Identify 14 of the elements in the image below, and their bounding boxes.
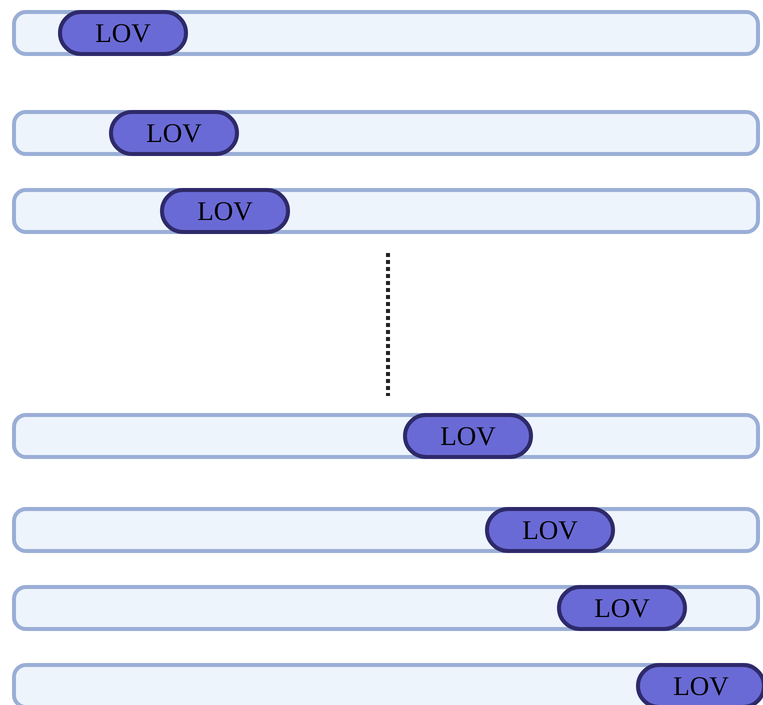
domain-pill: LOV [485, 507, 615, 553]
domain-pill: LOV [160, 188, 290, 234]
domain-pill: LOV [109, 110, 239, 156]
domain-pill: LOV [557, 585, 687, 631]
domain-pill: LOV [58, 10, 188, 56]
protein-bar [12, 413, 760, 459]
protein-bar [12, 110, 760, 156]
domain-pill: LOV [636, 663, 763, 705]
protein-bar [12, 663, 760, 705]
domain-pill: LOV [403, 413, 533, 459]
protein-bar [12, 507, 760, 553]
protein-bar [12, 585, 760, 631]
protein-bar [12, 10, 760, 56]
protein-bar [12, 188, 760, 234]
